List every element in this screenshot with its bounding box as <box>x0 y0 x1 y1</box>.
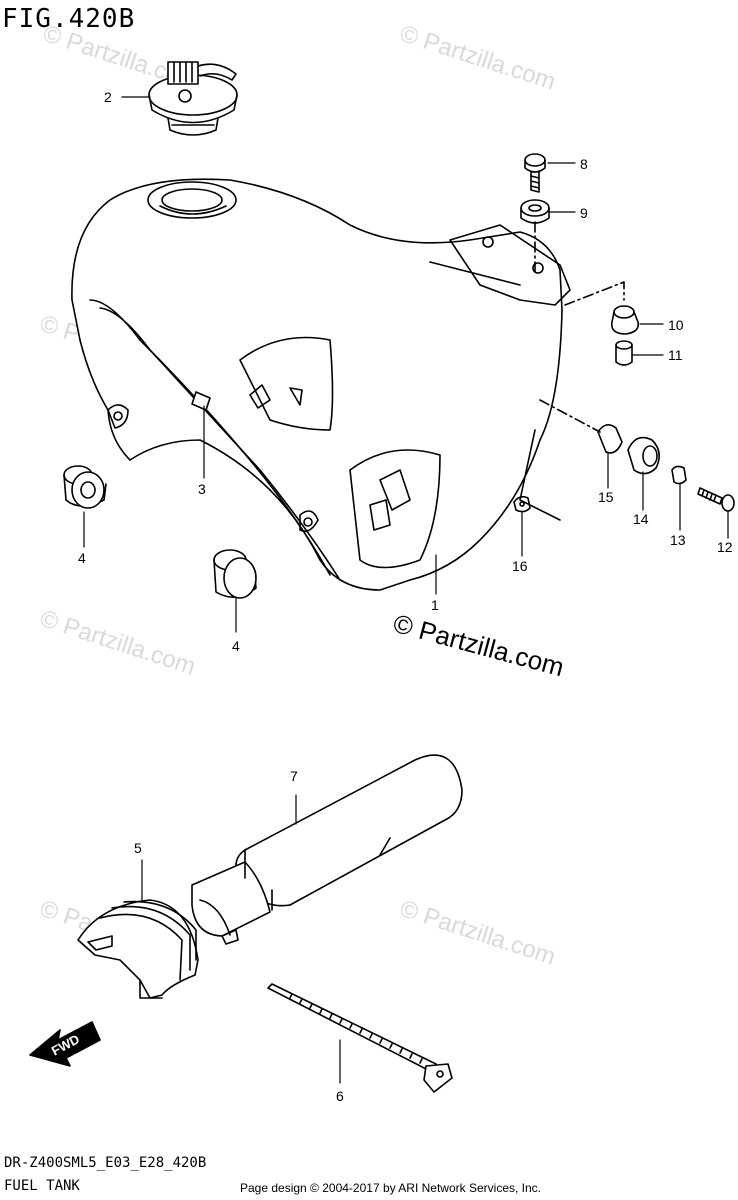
callout-1: 1 <box>431 597 439 613</box>
section-name: FUEL TANK <box>4 1178 80 1194</box>
bolt-part[interactable] <box>524 153 546 193</box>
fuel-tank-part[interactable] <box>71 178 571 591</box>
callout-8: 8 <box>580 156 588 172</box>
fwd-arrow-icon: FWD <box>29 1021 101 1067</box>
callout-12: 12 <box>717 539 733 555</box>
callout-4: 4 <box>78 550 86 566</box>
callout-4: 4 <box>232 638 240 654</box>
tank-strip-part[interactable] <box>191 391 211 411</box>
bushing-part[interactable] <box>520 199 550 224</box>
callout-3: 3 <box>198 481 206 497</box>
callout-13: 13 <box>670 532 686 548</box>
callout-6: 6 <box>336 1088 344 1104</box>
clip-part[interactable] <box>513 495 531 513</box>
side-cushion-part[interactable] <box>627 436 660 475</box>
callout-15: 15 <box>598 489 614 505</box>
cable-tie-part[interactable] <box>267 983 453 1093</box>
callout-5: 5 <box>134 840 142 856</box>
figure-title: FIG.420B <box>2 4 136 34</box>
cushion-part-upper[interactable] <box>63 465 107 509</box>
page-credit: Page design © 2004-2017 by ARI Network S… <box>240 1181 542 1195</box>
callout-7: 7 <box>290 768 298 784</box>
fuel-cap-part[interactable] <box>148 61 238 136</box>
grommet-part[interactable] <box>597 424 623 454</box>
cushion-part-lower[interactable] <box>213 549 257 599</box>
callout-11: 11 <box>668 347 683 363</box>
callout-labels: 2 3 4 4 5 6 7 8 9 10 11 12 13 14 15 16 1 <box>78 89 733 1104</box>
rubber-cushion-part[interactable] <box>77 899 199 999</box>
protector-tube-part[interactable] <box>191 754 463 945</box>
model-code: DR-Z400SML5_E03_E28_420B <box>4 1155 207 1171</box>
callout-14: 14 <box>633 511 649 527</box>
callout-9: 9 <box>580 205 588 221</box>
callout-10: 10 <box>668 317 684 333</box>
callout-2: 2 <box>104 89 112 105</box>
callout-16: 16 <box>512 558 528 574</box>
washer-part[interactable] <box>671 465 687 485</box>
mount-rubber-part[interactable] <box>610 305 640 335</box>
screw-part[interactable] <box>697 487 735 512</box>
collar-part[interactable] <box>615 340 633 366</box>
